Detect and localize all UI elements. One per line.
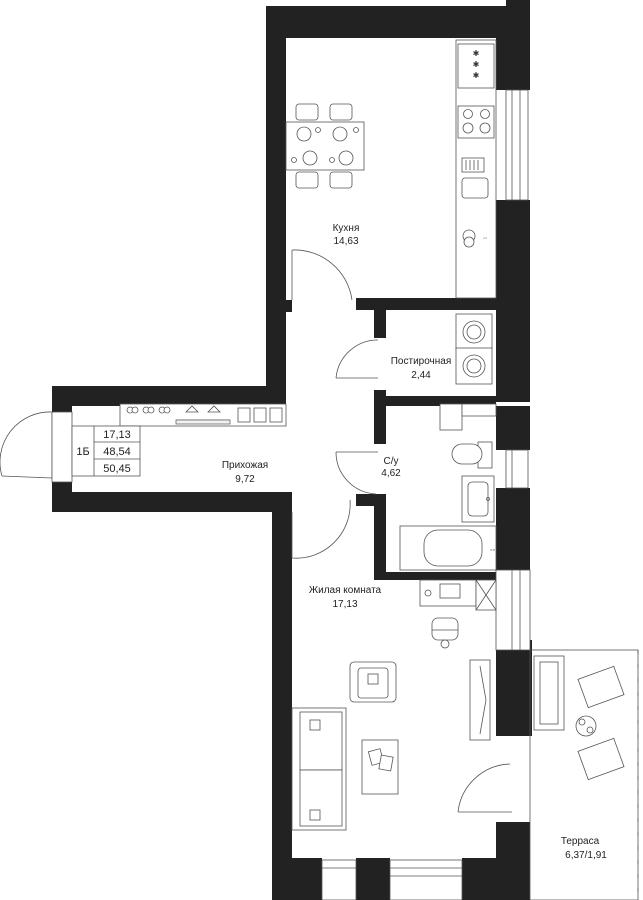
armchair — [349, 661, 397, 703]
desk-and-chair — [419, 579, 497, 649]
terrace — [529, 649, 639, 900]
windows — [321, 89, 531, 900]
terrace-area: 6,37/1,91 — [565, 850, 607, 861]
kitchen-counter: ✱ ✱ ✱ ◦◦ — [455, 39, 497, 299]
apartment-info-table — [71, 425, 141, 477]
ventilation-shaft — [439, 403, 497, 431]
wardrobe — [119, 403, 287, 427]
bathroom-fixtures: ◦◦ — [399, 441, 497, 571]
room-labels: Кухня 14,63 Постирочная 2,44 С/у 4,62 Пр… — [222, 223, 607, 861]
coffee-table — [361, 739, 399, 795]
bathroom-area: 4,62 — [381, 468, 401, 479]
terrace-name: Терраса — [561, 836, 600, 847]
svg-text:✱: ✱ — [473, 71, 480, 80]
svg-text:◦◦: ◦◦ — [490, 547, 495, 554]
area-total-value: 48,54 — [103, 446, 131, 458]
walls — [52, 0, 532, 900]
svg-text:✱: ✱ — [473, 49, 480, 58]
kitchen-area: 14,63 — [333, 236, 358, 247]
hallway-name: Прихожая — [222, 460, 268, 471]
living-name: Жилая комната — [309, 585, 382, 596]
laundry-name: Постирочная — [391, 356, 452, 367]
doors — [0, 249, 512, 813]
bathroom-name: С/у — [384, 456, 399, 467]
hallway-area: 9,72 — [235, 474, 255, 485]
laundry-area: 2,44 — [411, 370, 431, 381]
svg-text:◦◦: ◦◦ — [483, 236, 487, 242]
washing-machines — [455, 313, 493, 385]
sofa — [291, 707, 347, 831]
area-total-terrace-value: 50,45 — [103, 463, 131, 475]
apartment-type: 1Б — [76, 446, 89, 458]
dining-table — [285, 103, 365, 189]
svg-text:✱: ✱ — [473, 60, 480, 69]
area-living-value: 17,13 — [103, 429, 131, 441]
tv-cabinet — [469, 659, 491, 741]
living-area: 17,13 — [332, 599, 357, 610]
apartment-info: 1Б 17,13 48,54 50,45 — [76, 429, 130, 475]
kitchen-name: Кухня — [333, 223, 360, 234]
